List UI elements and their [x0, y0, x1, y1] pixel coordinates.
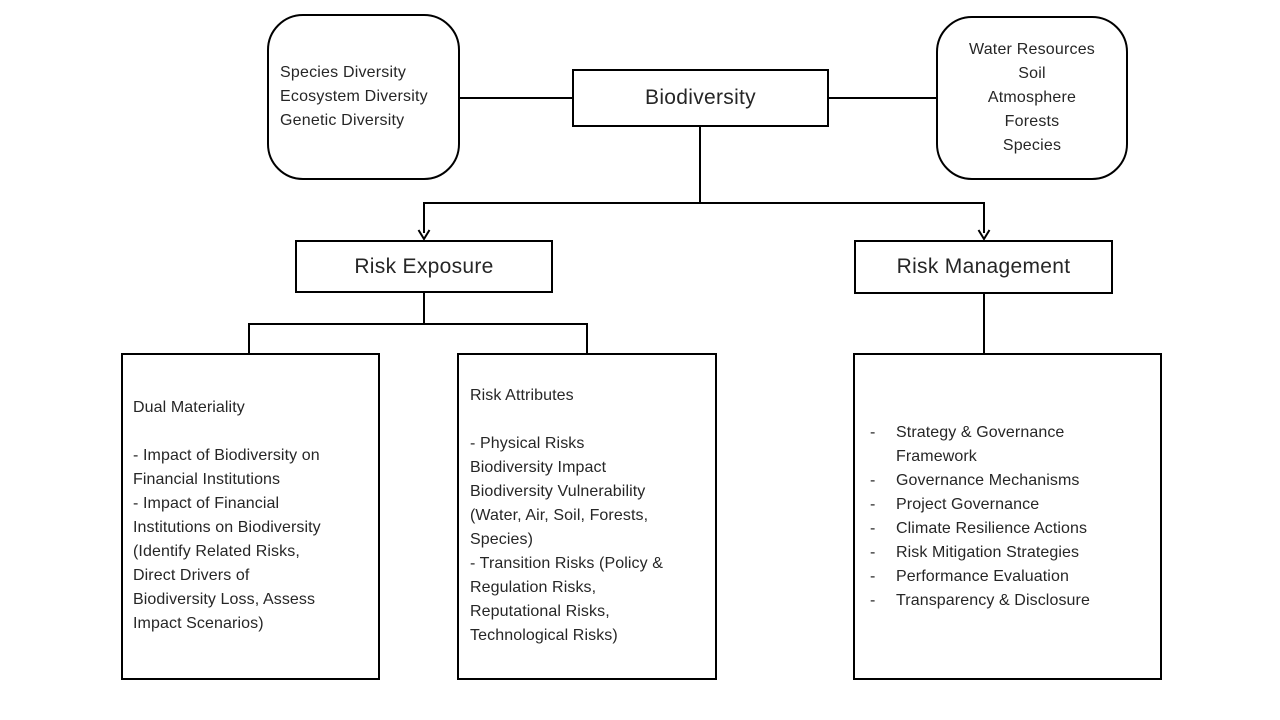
arrowhead-management [977, 229, 991, 241]
list-item-label: Governance Mechanisms [896, 472, 1080, 489]
risk-attributes-node: Risk Attributes - Physical Risks Biodive… [457, 353, 717, 680]
dual-materiality-text: Dual Materiality - Impact of Biodiversit… [133, 399, 321, 632]
dash-bullet: - [870, 472, 876, 489]
biodiversity-node: Biodiversity [572, 69, 829, 127]
dash-bullet: - [870, 568, 876, 585]
risk-management-label: Risk Management [896, 255, 1071, 278]
list-item-label: Performance Evaluation [896, 568, 1069, 585]
management-detail-node: - Strategy & Governance Framework - Gove… [853, 353, 1162, 680]
list-item-label: Climate Resilience Actions [896, 520, 1088, 537]
dash-bullet: - [870, 592, 876, 609]
risk-exposure-label: Risk Exposure [354, 254, 494, 278]
list-item-label: Strategy & Governance Framework [896, 424, 1065, 465]
biodiversity-label: Biodiversity [645, 86, 756, 109]
list-item-label: Project Governance [896, 496, 1040, 513]
list-item: - Risk Mitigation Strategies [870, 541, 1152, 565]
resource-types-text: Water Resources Soil Atmosphere Forests … [969, 41, 1095, 154]
list-item: - Climate Resilience Actions [870, 517, 1152, 541]
diversity-types-text: Species Diversity Ecosystem Diversity Ge… [280, 64, 428, 129]
dash-bullet: - [870, 544, 876, 561]
dash-bullet: - [870, 520, 876, 537]
diversity-types-node: Species Diversity Ecosystem Diversity Ge… [267, 14, 460, 180]
dash-bullet: - [870, 424, 876, 441]
list-item: - Governance Mechanisms [870, 469, 1152, 493]
risk-management-node: Risk Management [854, 240, 1113, 294]
list-item: - Performance Evaluation [870, 565, 1152, 589]
risk-exposure-node: Risk Exposure [295, 240, 553, 293]
list-item: - Strategy & Governance Framework [870, 421, 1152, 469]
list-item-label: Transparency & Disclosure [896, 592, 1090, 609]
arrowhead-exposure [417, 229, 431, 241]
list-item: - Transparency & Disclosure [870, 589, 1152, 613]
risk-attributes-text: Risk Attributes - Physical Risks Biodive… [470, 387, 664, 644]
list-item: - Project Governance [870, 493, 1152, 517]
dash-bullet: - [870, 496, 876, 513]
list-item-label: Risk Mitigation Strategies [896, 544, 1080, 561]
dual-materiality-node: Dual Materiality - Impact of Biodiversit… [121, 353, 380, 680]
resource-types-node: Water Resources Soil Atmosphere Forests … [936, 16, 1128, 180]
